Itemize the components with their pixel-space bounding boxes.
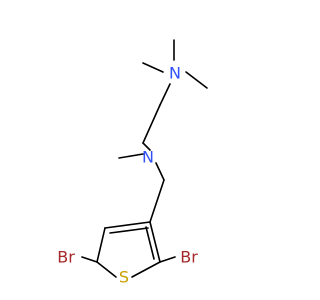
bond-c2-br-right: [159, 256, 176, 263]
bond-ring-c3-c4-double: [109, 227, 149, 234]
bond-ring-c4-c5: [96, 227, 106, 263]
bond-ring-c2-c3-double: [145, 226, 155, 260]
bond-ring-c3-c4: [104, 221, 151, 229]
atom-sulfur: S: [119, 268, 129, 287]
molecule-canvas: N N S Br Br: [57, 39, 208, 287]
bond-n-top-methyl-right: [185, 71, 208, 89]
bond-c5-br-left: [81, 256, 98, 263]
bond-ring-c2-c3: [149, 221, 161, 263]
bond-ch2-ring: [149, 179, 165, 223]
bond-n-mid-ch2: [155, 162, 165, 181]
bond-ring-c5-s: [96, 261, 117, 278]
bond-n-top-ethylene: [159, 83, 171, 106]
atom-nitrogen-middle: N: [142, 148, 154, 167]
molecule-structure: N N S Br Br: [57, 39, 208, 287]
bond-ethylene-chain: [142, 104, 161, 144]
atom-nitrogen-top: N: [169, 64, 181, 83]
bond-n-mid-methyl: [118, 153, 144, 159]
bond-ring-s-c2: [131, 261, 161, 278]
bond-methyl-n-top-left: [142, 62, 164, 73]
bond-n-mid-ethylene: [142, 142, 151, 151]
atom-bromine-right: Br: [180, 248, 198, 267]
atom-bromine-left: Br: [57, 248, 75, 267]
